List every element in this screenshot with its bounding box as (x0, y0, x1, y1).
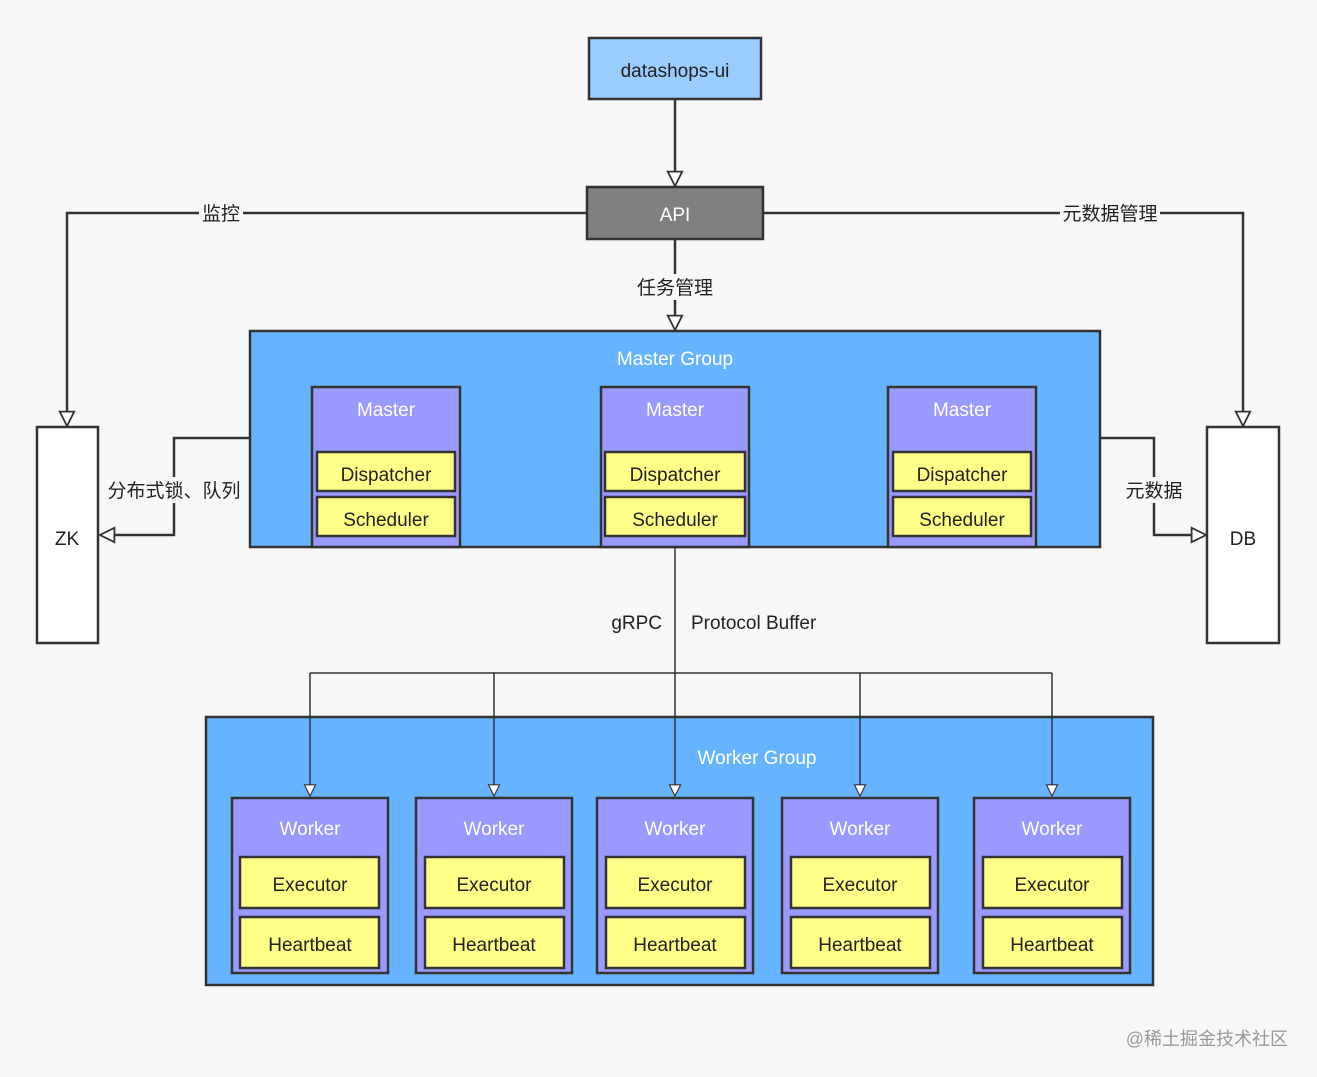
label-task-management: 任务管理 (637, 277, 713, 299)
watermark: @稀土掘金技术社区 (1126, 1029, 1288, 1049)
master-node: Master Dispatcher Scheduler (310, 385, 462, 549)
heartbeat-label: Heartbeat (452, 935, 536, 956)
zk-node: ZK (35, 425, 100, 645)
executor-box (423, 855, 566, 910)
label-grpc: gRPC (611, 613, 662, 634)
scheduler-box (603, 495, 747, 538)
dispatcher-label: Dispatcher (341, 465, 432, 486)
watermark-text: @稀土掘金技术社区 (1126, 1029, 1288, 1049)
executor-label: Executor (273, 875, 349, 896)
executor-box (981, 855, 1124, 910)
executor-box (604, 855, 747, 910)
dispatcher-box (891, 450, 1033, 493)
master-node: Master Dispatcher Scheduler (599, 385, 751, 549)
rpc-drops (303, 673, 1059, 798)
heartbeat-box (789, 915, 932, 970)
worker-title: Worker (1022, 819, 1084, 840)
master-group: Master Group Master Dispatcher Scheduler… (248, 329, 1102, 549)
dispatcher-box (603, 450, 747, 493)
worker-node: Worker Executor Heartbeat (972, 796, 1132, 975)
api-node: API (585, 185, 765, 241)
edge-api-to-zk (67, 211, 587, 426)
db-label: DB (1230, 529, 1256, 550)
dispatcher-label: Dispatcher (917, 465, 1008, 486)
executor-label: Executor (823, 875, 899, 896)
label-lock-queue: 分布式锁、队列 (107, 480, 240, 502)
scheduler-label: Scheduler (919, 510, 1005, 531)
master-title: Master (357, 400, 416, 421)
ui-label: datashops-ui (621, 61, 730, 82)
worker-group-title: Worker Group (698, 748, 817, 769)
heartbeat-label: Heartbeat (1010, 935, 1094, 956)
zk-label: ZK (55, 529, 80, 550)
worker-title: Worker (464, 819, 526, 840)
executor-box (238, 855, 381, 910)
heartbeat-box (238, 915, 381, 970)
master-title: Master (933, 400, 992, 421)
label-protocol-buffer: Protocol Buffer (691, 613, 817, 634)
scheduler-label: Scheduler (343, 510, 429, 531)
worker-title: Worker (830, 819, 892, 840)
worker-title: Worker (280, 819, 342, 840)
dispatcher-label: Dispatcher (630, 465, 721, 486)
rpc-connectors (310, 548, 1052, 674)
label-metadata: 元数据 (1125, 480, 1182, 502)
worker-group: Worker Group Worker Executor Heartbeat W… (204, 715, 1155, 987)
heartbeat-box (423, 915, 566, 970)
executor-label: Executor (1015, 875, 1091, 896)
api-label: API (660, 205, 691, 226)
scheduler-box (315, 495, 457, 538)
master-node: Master Dispatcher Scheduler (886, 385, 1038, 549)
ui-node: datashops-ui (587, 36, 763, 101)
scheduler-box (891, 495, 1033, 538)
heartbeat-label: Heartbeat (268, 935, 352, 956)
master-title: Master (646, 400, 705, 421)
worker-node: Worker Executor Heartbeat (595, 796, 755, 975)
heartbeat-box (604, 915, 747, 970)
executor-box (789, 855, 932, 910)
label-metadata-management: 元数据管理 (1062, 203, 1157, 225)
scheduler-label: Scheduler (632, 510, 718, 531)
worker-node: Worker Executor Heartbeat (780, 796, 940, 975)
db-node: DB (1205, 425, 1281, 645)
dispatcher-box (315, 450, 457, 493)
heartbeat-box (981, 915, 1124, 970)
worker-node: Worker Executor Heartbeat (414, 796, 574, 975)
worker-node: Worker Executor Heartbeat (230, 796, 390, 975)
master-group-title: Master Group (617, 349, 733, 370)
label-monitor: 监控 (202, 203, 240, 225)
worker-title: Worker (645, 819, 707, 840)
executor-label: Executor (638, 875, 714, 896)
executor-label: Executor (457, 875, 533, 896)
heartbeat-label: Heartbeat (633, 935, 717, 956)
edge-api-to-db (763, 211, 1243, 426)
heartbeat-label: Heartbeat (818, 935, 902, 956)
edge-labels: 监控 元数据管理 任务管理 分布式锁、队列 元数据 gRPC Protocol … (104, 201, 1186, 634)
